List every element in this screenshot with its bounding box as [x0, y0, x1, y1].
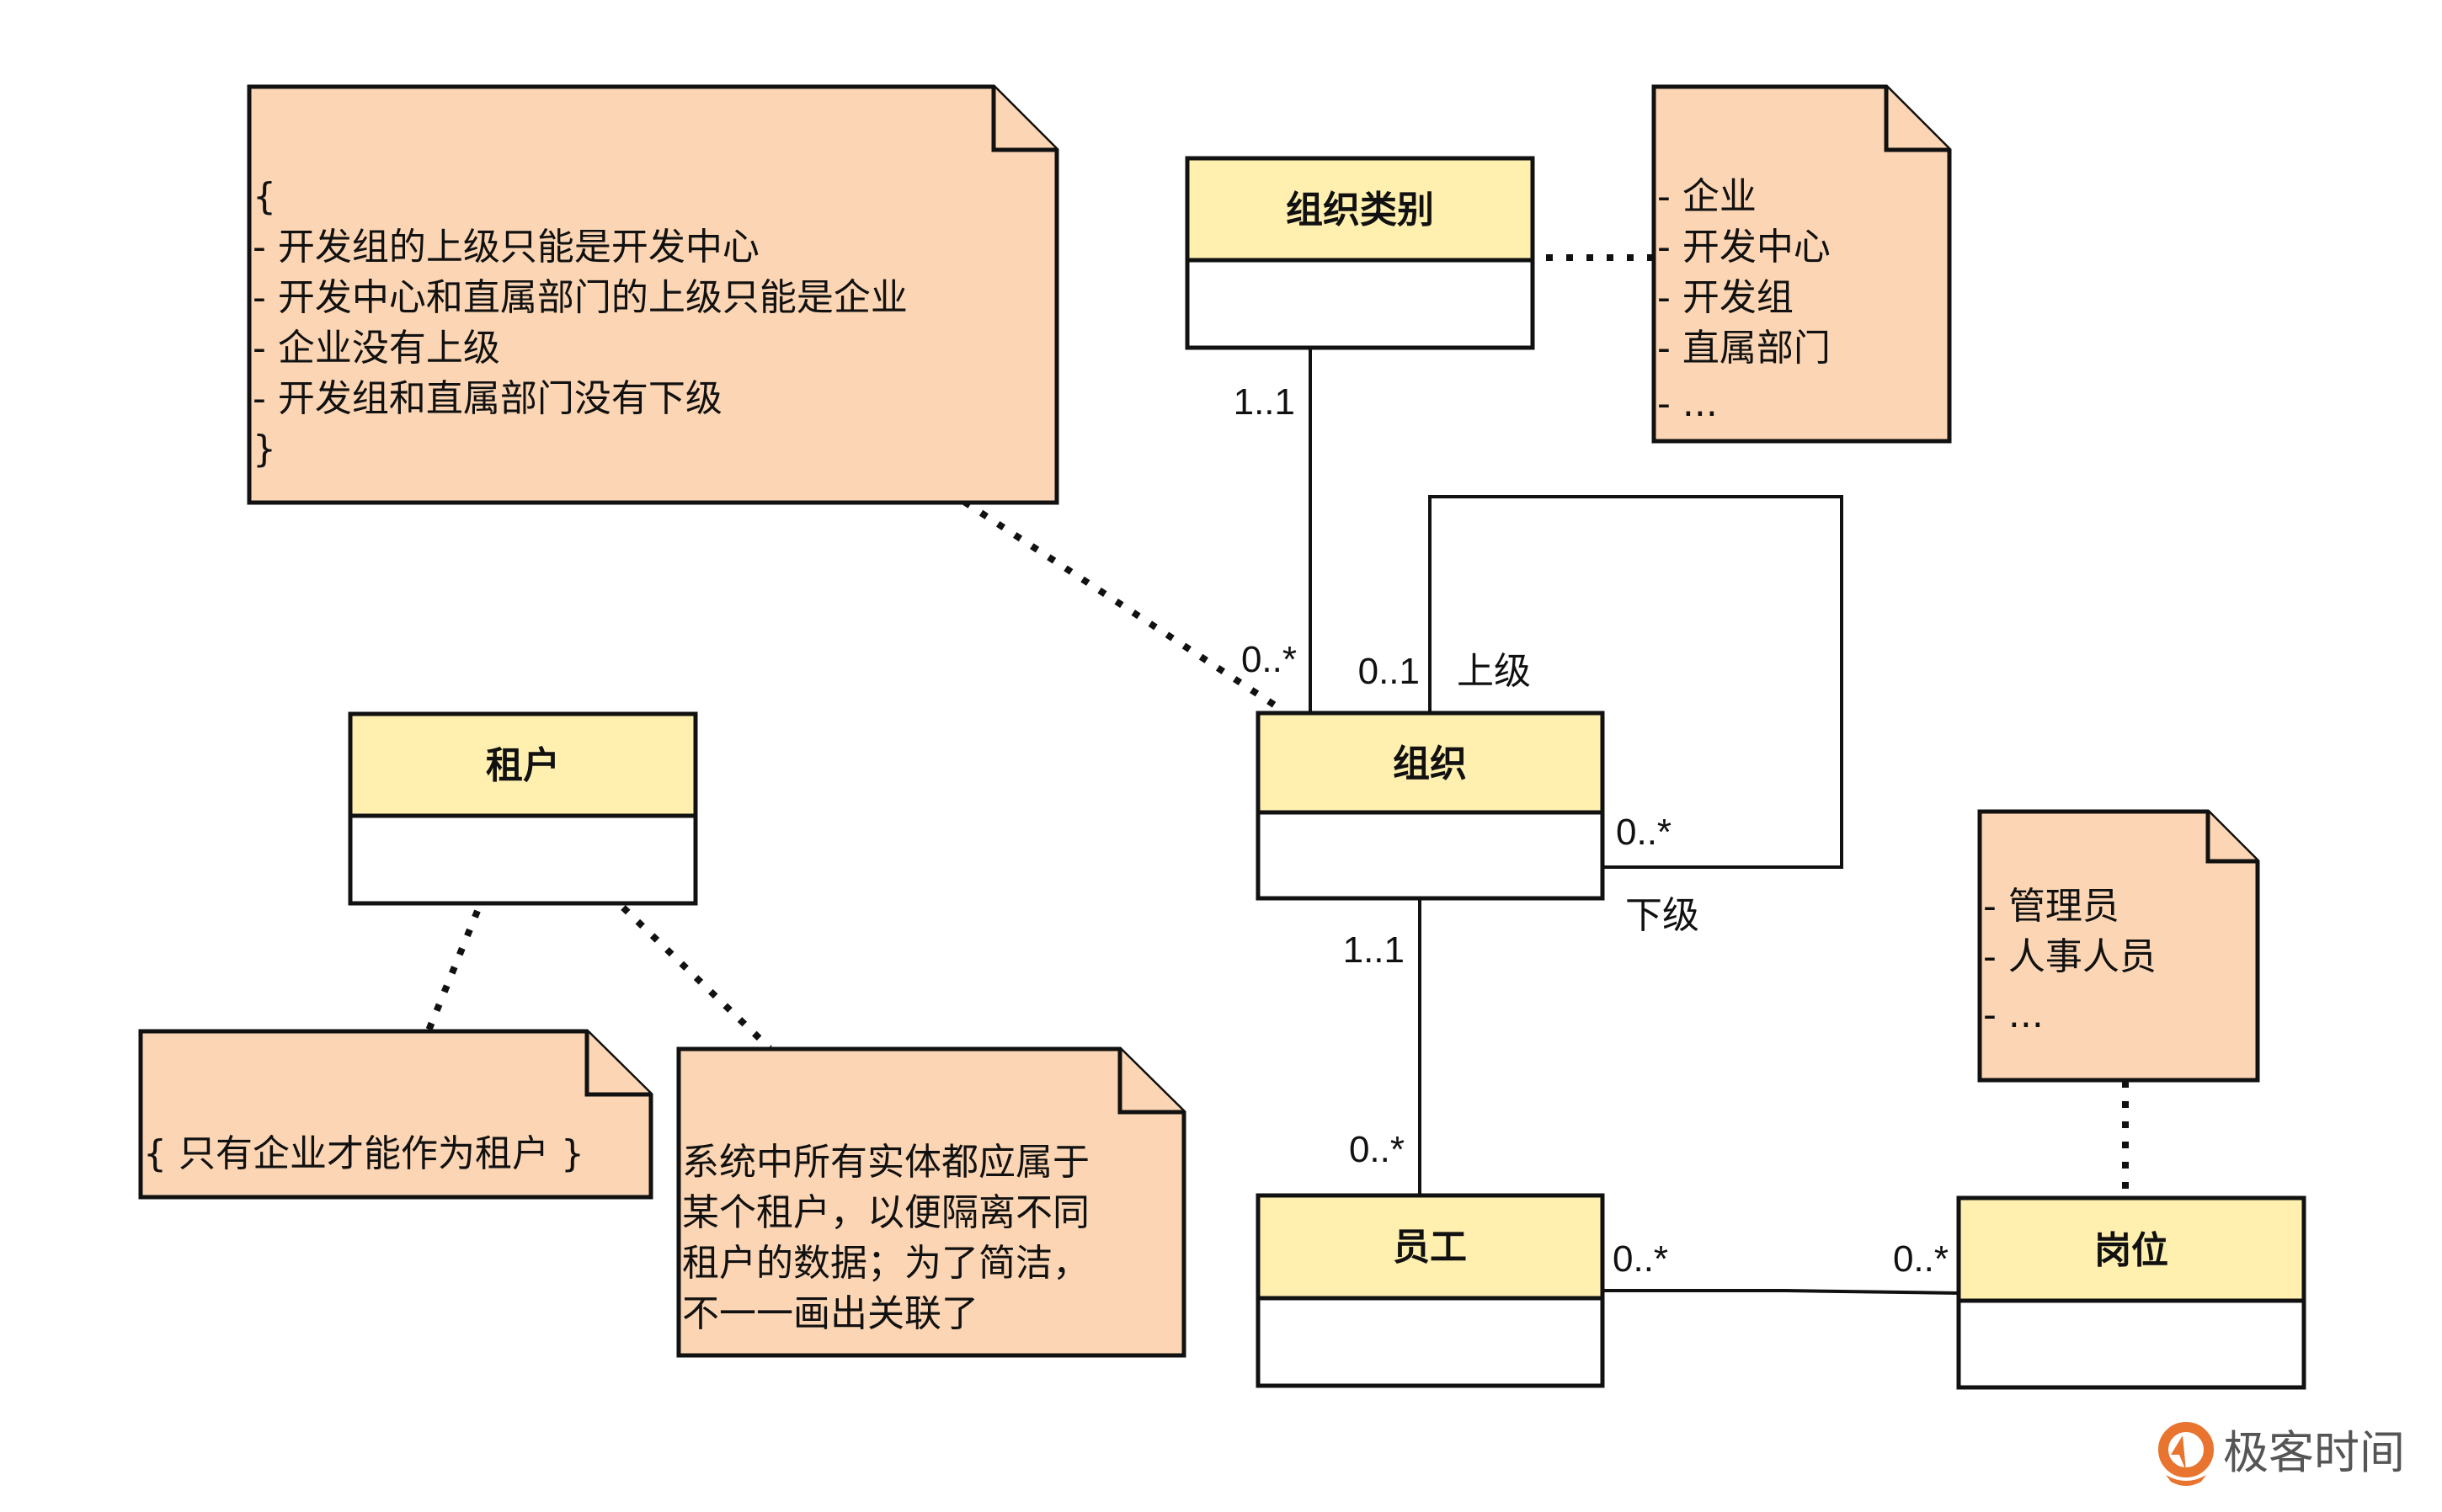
class-employee[interactable]: 员工 [1256, 1193, 1605, 1388]
assoc-employee-position [1602, 1289, 1959, 1295]
class-title: 租户 [486, 744, 560, 787]
class-org-type[interactable]: 组织类别 [1185, 156, 1535, 350]
note-line: - 开发组和直属部门没有下级 [253, 377, 722, 420]
mult-org-side: 0..* [1241, 639, 1297, 680]
note-line: - ... [1983, 993, 2044, 1036]
note-line: - 人事人员 [1983, 935, 2157, 978]
note-line: - 开发组的上级只能是开发中心 [253, 226, 760, 269]
note-positions: - 管理员 - 人事人员 - ... [1977, 809, 2260, 1083]
note-line: - 企业没有上级 [253, 327, 500, 370]
note-line: 不一一画出关联了 [682, 1292, 978, 1335]
class-org[interactable]: 组织 [1256, 711, 1605, 901]
mult-org-to-employee: 1..1 [1343, 929, 1405, 971]
role-child: 下级 [1625, 894, 1699, 937]
class-title: 岗位 [2094, 1229, 2168, 1272]
role-parent: 上级 [1457, 650, 1531, 693]
assoc-org-self [1428, 495, 1843, 869]
note-line: - 管理员 [1983, 885, 2119, 928]
class-position[interactable]: 岗位 [1956, 1195, 2306, 1390]
note-org-types: - 企业 - 开发中心 - 开发组 - 直属部门 - ... [1651, 84, 1952, 444]
note-line: - 开发组 [1657, 276, 1794, 319]
class-title: 员工 [1393, 1226, 1467, 1269]
class-title: 组织类别 [1286, 189, 1434, 232]
geektime-logo: 极客时间 [2158, 1422, 2405, 1486]
note-line: - 开发中心和直属部门的上级只能是企业 [253, 276, 908, 319]
brand-name: 极客时间 [2223, 1426, 2405, 1479]
note-line: - 开发中心 [1657, 226, 1831, 269]
note-line: 系统中所有实体都应属于 [682, 1141, 1090, 1184]
note-tenant-scope: 系统中所有实体都应属于 某个租户，以便隔离不同 租户的数据；为了简洁， 不一一画… [676, 1046, 1186, 1358]
note-line: - ... [1657, 382, 1718, 425]
mult-employee-to-position: 0..* [1613, 1238, 1668, 1280]
mult-org-child: 0..* [1616, 812, 1672, 853]
mult-org-parent: 0..1 [1358, 651, 1420, 692]
note-line: 租户的数据；为了简洁， [682, 1242, 1090, 1285]
note-line: 某个租户，以便隔离不同 [682, 1191, 1090, 1234]
anchor-org-rules-to-org [962, 498, 1284, 713]
note-line: { [253, 175, 276, 218]
note-line: - 直属部门 [1657, 327, 1831, 370]
geektime-logo-icon [2158, 1422, 2214, 1486]
note-line: - 企业 [1657, 175, 1757, 218]
note-line: } [253, 428, 276, 471]
mult-org-type-side: 1..1 [1234, 381, 1295, 423]
note-line: { 只有企业才能作为租户 } [143, 1132, 584, 1175]
class-title: 组织 [1393, 743, 1467, 785]
mult-position-from-employee: 0..* [1893, 1238, 1949, 1280]
anchor-tenant-to-rule-note [425, 909, 481, 1032]
note-tenant-rule: { 只有企业才能作为租户 } [138, 1029, 653, 1200]
mult-employee-from-org: 0..* [1349, 1129, 1405, 1170]
anchor-tenant-to-scope-note [621, 905, 772, 1051]
note-org-rules: { - 开发组的上级只能是开发中心 - 开发中心和直属部门的上级只能是企业 - … [247, 84, 1059, 505]
class-tenant[interactable]: 租户 [348, 711, 698, 906]
